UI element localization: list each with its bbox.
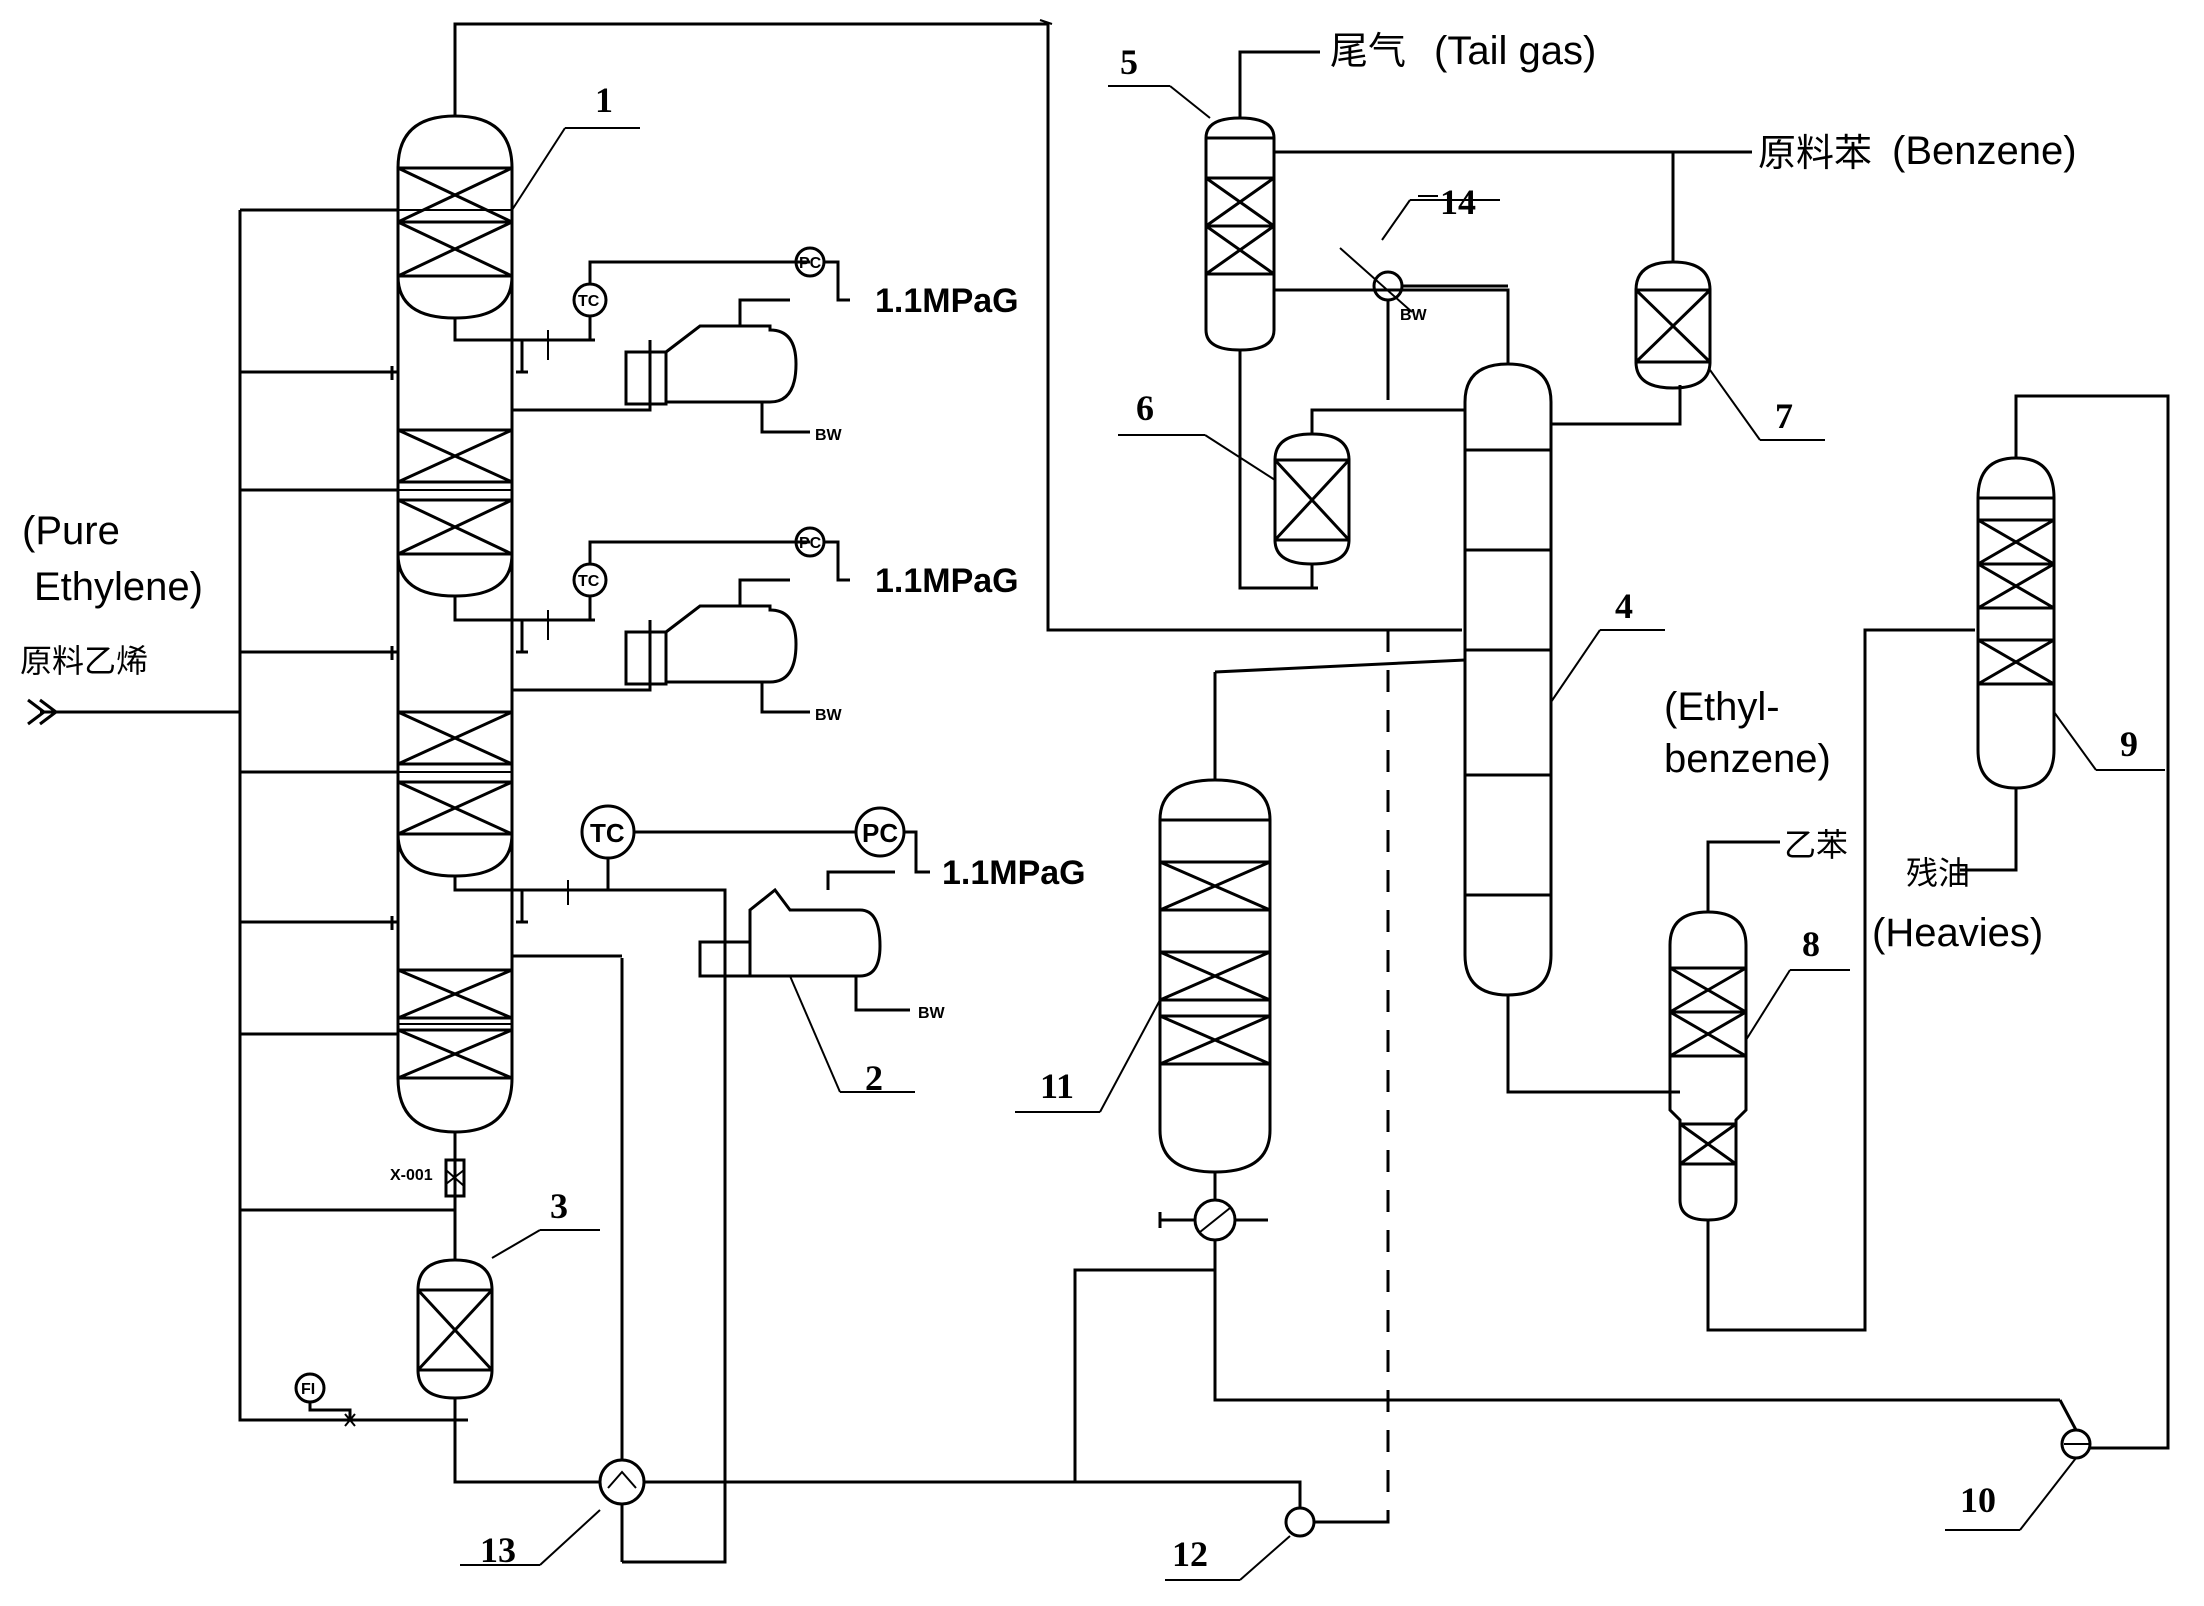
svg-text:PC: PC <box>799 535 822 552</box>
tail-gas-label: (Tail gas) <box>1434 29 1596 73</box>
side-cooler-b: TC PC 1.1MPaG BW <box>453 526 1019 724</box>
equipment-number-9: 9 <box>2120 724 2138 764</box>
equipment-number-2: 2 <box>865 1058 883 1098</box>
ethylene-cn-label: 原料乙烯 <box>20 642 148 680</box>
heavies-cn-label: 残油 <box>1906 854 1970 892</box>
equipment-number-4: 4 <box>1615 586 1633 626</box>
pressure-label-b: 1.1MPaG <box>875 562 1019 600</box>
svg-text:BW: BW <box>918 1005 946 1022</box>
pump-10 <box>1945 1399 2092 1531</box>
benzene-label: (Benzene) <box>1892 129 2077 173</box>
pressure-label-2: 1.1MPaG <box>942 854 1086 892</box>
alkylation-reactor-1 <box>396 114 640 1134</box>
ethylbenzene-cn-label: 乙苯 <box>1784 826 1848 864</box>
pure-ethylene-label-2: Ethylene) <box>34 565 203 609</box>
column-9 <box>1976 456 2165 790</box>
svg-text:PC: PC <box>862 818 898 848</box>
svg-text:FI: FI <box>301 1381 315 1398</box>
column-5 <box>1108 85 1276 352</box>
equipment-number-12: 12 <box>1172 1534 1208 1574</box>
benzene-cn-label: 原料苯 <box>1758 131 1872 175</box>
flow-indicator: FI <box>294 1372 356 1427</box>
svg-text:TC: TC <box>578 573 600 590</box>
equipment-number-6: 6 <box>1136 388 1154 428</box>
equipment-number-11: 11 <box>1040 1066 1074 1106</box>
benzene-column-4 <box>1463 362 1665 997</box>
equipment-number-14: 14 <box>1440 182 1476 222</box>
equipment-number-10: 10 <box>1960 1480 1996 1520</box>
ethylbenzene-label-1: (Ethyl- <box>1664 685 1780 729</box>
vessel-7 <box>1634 260 1825 441</box>
svg-text:BW: BW <box>815 707 843 724</box>
equipment-number-3: 3 <box>550 1186 568 1226</box>
pressure-label-a: 1.1MPaG <box>875 282 1019 320</box>
svg-text:BW: BW <box>815 427 843 444</box>
vessel-3 <box>416 1229 600 1400</box>
equipment-number-13: 13 <box>480 1530 516 1570</box>
static-mixer-icon <box>444 1158 466 1198</box>
ethylene-feed-manifold <box>27 208 468 1422</box>
column-11 <box>1015 778 1272 1174</box>
column-8 <box>1668 910 1850 1222</box>
svg-text:TC: TC <box>578 293 600 310</box>
mixer-label: X-001 <box>390 1167 433 1184</box>
svg-text:PC: PC <box>799 255 822 272</box>
equipment-number-7: 7 <box>1775 396 1793 436</box>
equipment-number-1: 1 <box>595 80 613 120</box>
svg-text:BW: BW <box>1400 307 1428 324</box>
vessel-6 <box>1118 432 1351 566</box>
heat-exchanger-13 <box>460 945 1290 1566</box>
equipment-number-8: 8 <box>1802 924 1820 964</box>
tail-gas-cn-label: 尾气 <box>1330 29 1406 73</box>
heavies-label: (Heavies) <box>1872 911 2043 955</box>
side-cooler-2: TC PC 1.1MPaG BW <box>453 804 1086 1093</box>
pump-12 <box>1165 1480 1390 1581</box>
side-cooler-a: TC PC 1.1MPaG BW <box>453 246 1019 444</box>
pure-ethylene-label-1: (Pure <box>22 509 120 553</box>
equipment-number-5: 5 <box>1120 42 1138 82</box>
heat-exchanger-14: BW <box>1339 195 1508 400</box>
svg-text:TC: TC <box>590 818 625 848</box>
ethylbenzene-label-2: benzene) <box>1664 737 1831 781</box>
